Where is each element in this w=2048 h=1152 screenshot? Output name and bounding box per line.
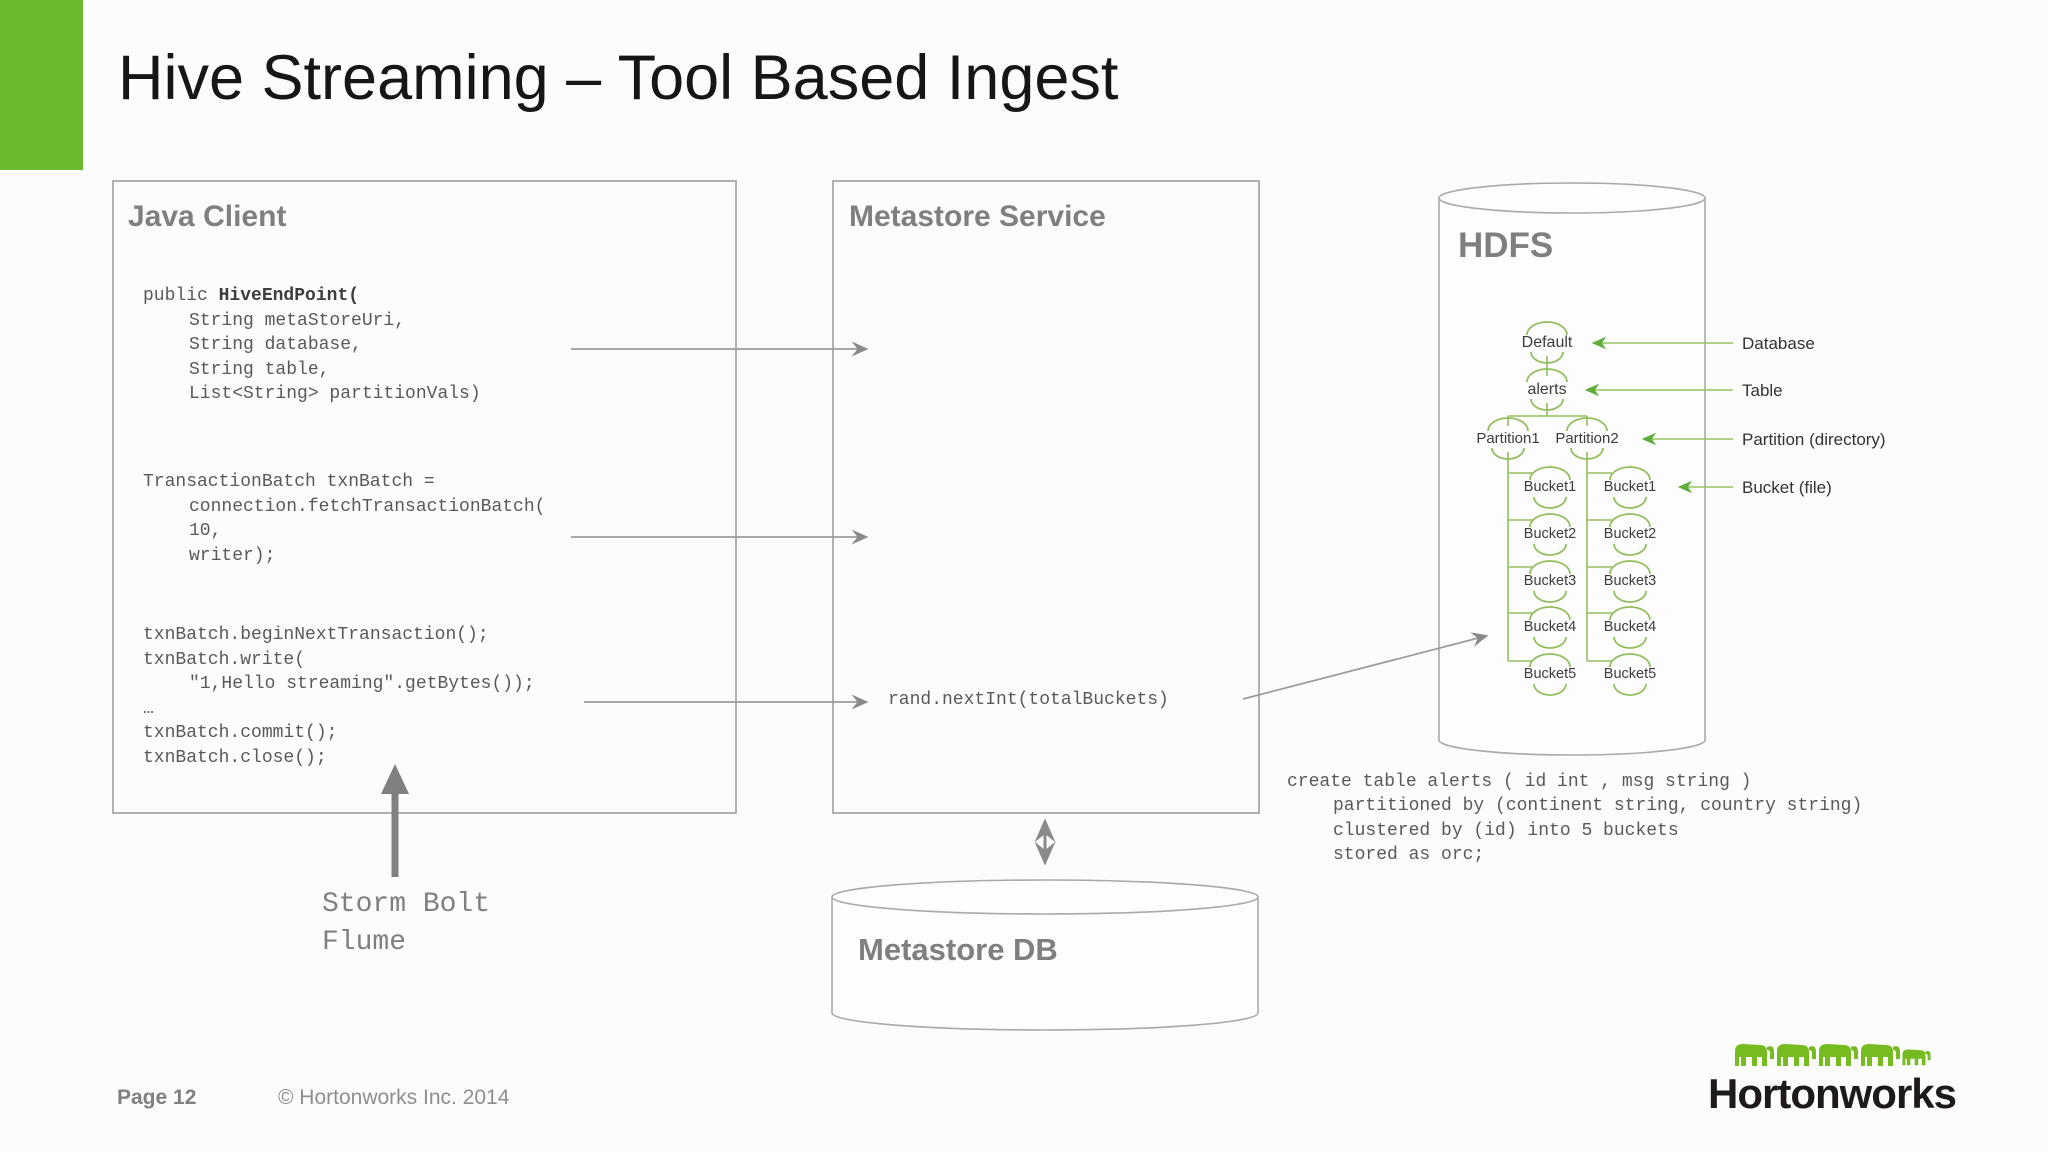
legend-partition: Partition (directory) [1742,430,1886,449]
metastore-db-title: Metastore DB [858,932,1058,967]
java-client-title: Java Client [128,200,287,233]
ingest-tool: Storm Bolt [322,889,491,920]
code-line: txnBatch.write( [143,649,306,670]
page-number: Page 12 [117,1086,197,1109]
tree-node-bucket: Bucket4 [1523,619,1577,635]
ingest-tools: Storm Bolt Flume [322,886,490,962]
code-method-name: HiveEndPoint( [218,286,360,306]
tree-node-table: alerts [1527,381,1567,398]
code-line: connection.fetchTransactionBatch( [189,496,546,517]
code-line: "1,Hello streaming".getBytes()); [189,674,535,695]
ddl-line: create table alerts ( id int , msg strin… [1287,772,1752,792]
code-line: txnBatch.commit(); [143,723,338,744]
metastore-service-title: Metastore Service [849,200,1106,233]
tree-node-bucket: Bucket1 [1523,479,1577,495]
tree-node-bucket: Bucket2 [1603,526,1657,542]
legend-table: Table [1742,381,1783,400]
code-signature-block: public HiveEndPoint( String metaStoreUri… [143,284,481,407]
ddl-line: stored as orc; [1333,844,1485,865]
brand-wordmark: Hortonworks [1708,1070,1957,1117]
code-line: … [143,698,154,719]
tree-node-bucket: Bucket3 [1603,573,1657,589]
java-client-box [112,180,737,814]
hdfs-title: HDFS [1458,226,1554,265]
tree-node-database: Default [1521,334,1573,351]
metastore-service-box [832,180,1260,814]
ddl-block: create table alerts ( id int , msg strin… [1287,770,1862,867]
tree-node-bucket: Bucket5 [1603,666,1657,682]
code-line: String database, [189,335,362,356]
tree-node-bucket: Bucket4 [1603,619,1657,635]
code-line: List<String> partitionVals) [189,384,481,405]
accent-square [0,0,83,170]
ddl-line: clustered by (id) into 5 buckets [1333,820,1679,841]
ddl-line: partitioned by (continent string, countr… [1333,796,1863,817]
tree-node-partition1: Partition1 [1476,430,1540,447]
tree-node-bucket: Bucket5 [1523,666,1577,682]
code-line: String table, [189,359,330,380]
code-line: public HiveEndPoint( [143,286,360,306]
code-line: txnBatch.beginNextTransaction(); [143,625,489,645]
bucket-expression: rand.nextInt(totalBuckets) [888,690,1169,710]
tree-node-bucket: Bucket2 [1523,526,1577,542]
code-txn-block: TransactionBatch txnBatch = connection.f… [143,470,545,568]
legend-database: Database [1742,334,1815,353]
code-line: String metaStoreUri, [189,310,406,331]
page-title: Hive Streaming – Tool Based Ingest [118,43,1119,113]
code-line: writer); [189,545,276,566]
tree-node-bucket: Bucket1 [1603,479,1657,495]
code-write-block: txnBatch.beginNextTransaction(); txnBatc… [143,623,535,771]
ingest-tool: Flume [322,927,407,958]
legend-bucket: Bucket (file) [1742,478,1832,497]
tree-node-bucket: Bucket3 [1523,573,1577,589]
copyright: © Hortonworks Inc. 2014 [278,1086,510,1109]
code-line: TransactionBatch txnBatch = [143,472,435,492]
code-line: 10, [189,521,222,542]
tree-node-partition2: Partition2 [1555,430,1619,447]
code-line: txnBatch.close(); [143,747,327,768]
